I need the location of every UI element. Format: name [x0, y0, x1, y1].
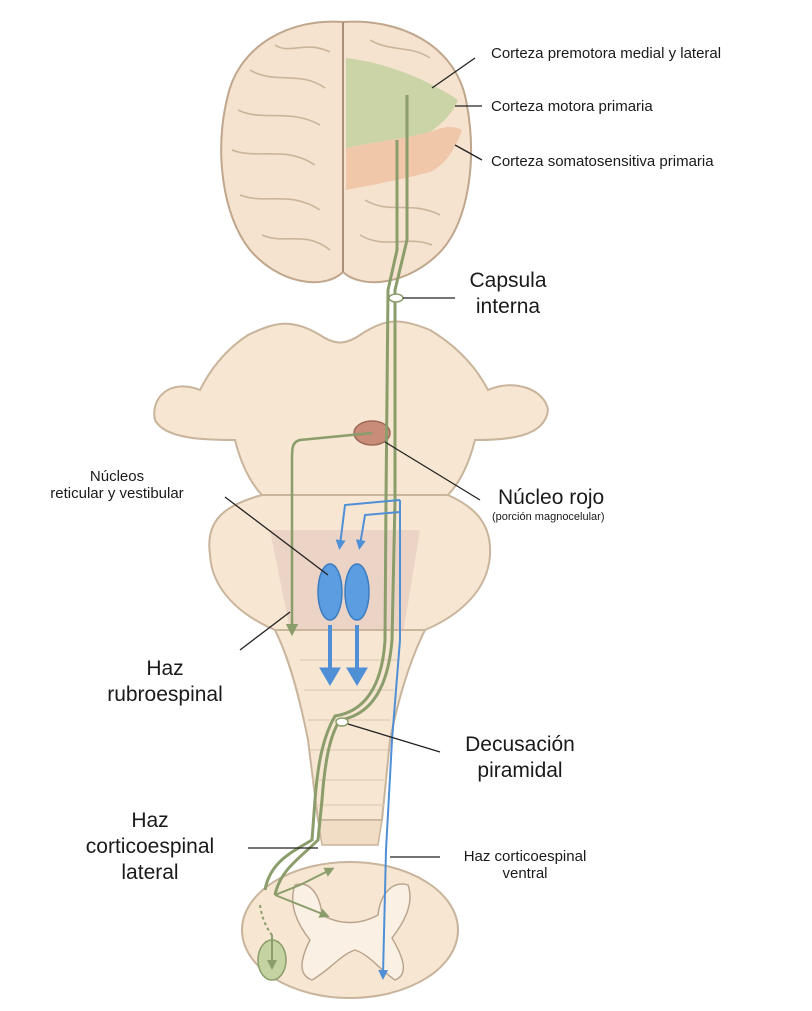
label-ventral-line1: Haz corticoespinal [440, 848, 610, 865]
label-internal-capsule-line2: interna [448, 294, 568, 320]
label-red-nucleus-sub: (porción magnocelular) [492, 511, 605, 523]
decussation-marker [336, 718, 348, 726]
label-ventral-line2: ventral [440, 865, 610, 882]
label-rubrospinal-line2: rubroespinal [80, 682, 250, 708]
label-red-nucleus-group: Núcleo rojo (porción magnocelular) [480, 485, 605, 523]
brain [221, 22, 471, 283]
label-lateral-line2: corticoespinal [55, 834, 245, 860]
label-decussation-line1: Decusación [445, 732, 595, 758]
label-pyramidal-decussation: Decusación piramidal [445, 732, 595, 784]
label-decussation-line2: piramidal [445, 758, 595, 784]
label-lateral-corticospinal: Haz corticoespinal lateral [55, 808, 245, 886]
label-reticular-vestibular: Núcleos reticular y vestibular [2, 468, 232, 502]
label-rubrospinal-line1: Haz [80, 656, 250, 682]
label-lateral-line3: lateral [55, 860, 245, 886]
label-motor-cortex: Corteza motora primaria [491, 98, 653, 115]
label-ventral-corticospinal: Haz corticoespinal ventral [440, 848, 610, 882]
label-red-nucleus: Núcleo rojo [498, 485, 605, 511]
label-premotor-cortex: Corteza premotora medial y lateral [491, 45, 721, 62]
cervical-junction [318, 820, 382, 845]
label-internal-capsule-line1: Capsula [448, 268, 568, 294]
vestibular-nucleus [345, 564, 369, 620]
label-somatosensory-cortex: Corteza somatosensitiva primaria [491, 153, 714, 170]
label-rubrospinal-tract: Haz rubroespinal [80, 656, 250, 708]
spinal-cord-section [242, 862, 458, 998]
internal-capsule-marker [389, 294, 403, 302]
label-reticular-vestibular-line2: reticular y vestibular [2, 485, 232, 502]
label-lateral-line1: Haz [55, 808, 245, 834]
label-internal-capsule: Capsula interna [448, 268, 568, 320]
reticular-nucleus [318, 564, 342, 620]
label-reticular-vestibular-line1: Núcleos [2, 468, 232, 485]
